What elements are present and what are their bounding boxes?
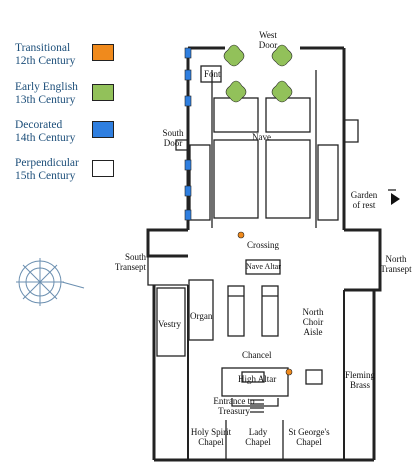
fleming-brass xyxy=(305,369,323,385)
pew-block xyxy=(213,139,259,219)
label-high-altar: High Altar xyxy=(238,374,277,384)
nave-altar-box xyxy=(245,259,281,275)
label-vestry: Vestry xyxy=(158,319,181,329)
side-bench xyxy=(189,144,211,221)
choir-wall xyxy=(152,285,376,460)
label-font: Font xyxy=(204,69,221,79)
font xyxy=(200,65,222,83)
label-organ: Organ xyxy=(190,311,213,321)
north-transept-wall xyxy=(344,228,382,292)
label-crossing: Crossing xyxy=(247,240,280,250)
vestry xyxy=(156,287,186,357)
label-nave-altar: Nave Altar xyxy=(246,262,281,271)
legend-swatch-transitional xyxy=(92,44,114,61)
organ xyxy=(188,279,214,341)
pew-block xyxy=(265,139,311,219)
pew-block xyxy=(265,97,311,133)
south-transept-wall xyxy=(146,228,188,258)
legend-swatch-decorated xyxy=(92,121,114,138)
label-nave: Nave xyxy=(252,132,271,142)
label-chancel: Chancel xyxy=(242,350,272,360)
arrow-right-icon xyxy=(391,193,400,205)
legend-swatch-perpendicular xyxy=(92,160,114,177)
pew-block xyxy=(213,97,259,133)
legend-swatch-early-english xyxy=(92,84,114,101)
compass-rose-icon xyxy=(16,258,85,306)
side-bench xyxy=(317,144,339,221)
